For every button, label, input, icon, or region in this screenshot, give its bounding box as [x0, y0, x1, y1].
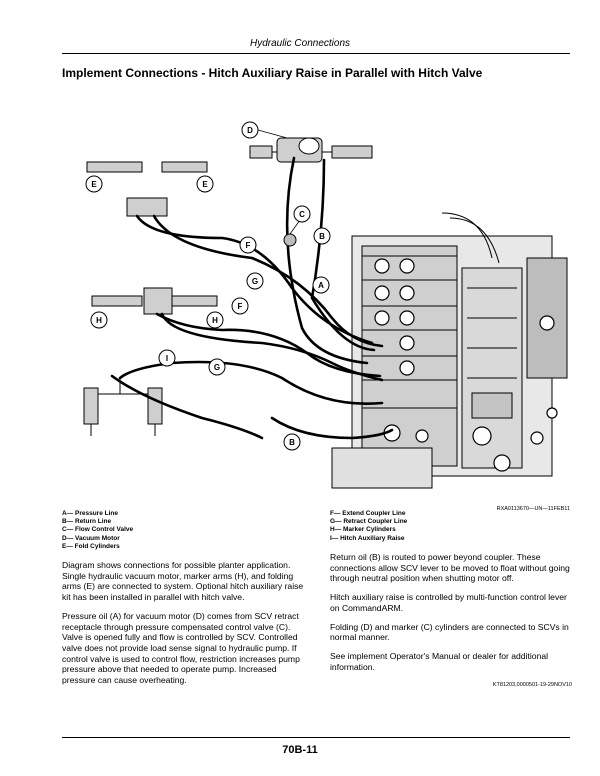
running-header: Hydraulic Connections	[249, 38, 351, 49]
hydraulic-hoses	[110, 156, 394, 440]
header-rule	[62, 53, 570, 54]
hitch-aux-raise-cylinders	[83, 378, 163, 436]
callout-A: A	[312, 276, 330, 294]
callout-B-bottom: B	[283, 433, 301, 451]
callout-F-mid: F	[231, 297, 249, 315]
legend-left: A— Pressure Line B— Return Line C— Flow …	[62, 510, 133, 551]
svg-text:D: D	[247, 126, 253, 135]
legend-item: I— Hitch Auxiliary Raise	[330, 534, 405, 542]
legend-item: E— Fold Cylinders	[62, 542, 120, 550]
body-column-left: Diagram shows connections for possible p…	[62, 560, 312, 694]
legend-item: F— Extend Coupler Line	[330, 510, 406, 517]
page-number: 70B-11	[282, 744, 318, 756]
callout-E-right: E	[196, 175, 214, 193]
svg-text:I: I	[166, 354, 168, 363]
callout-I: I	[158, 349, 176, 367]
svg-text:F: F	[246, 241, 251, 250]
callout-B-top: B	[313, 227, 331, 245]
vacuum-motor	[249, 137, 373, 163]
svg-text:E: E	[91, 180, 97, 189]
document-code: KT81203,0000501-19-29NOV10	[492, 682, 572, 689]
paragraph: Pressure oil (A) for vacuum motor (D) co…	[62, 610, 300, 686]
callout-F-top: F	[239, 236, 257, 254]
flow-control-valve	[283, 219, 301, 247]
svg-text:F: F	[238, 302, 243, 311]
svg-text:E: E	[202, 180, 208, 189]
legend-item: A— Pressure Line	[62, 510, 118, 517]
svg-text:B: B	[289, 438, 295, 447]
paragraph: Diagram shows connections for possible p…	[62, 560, 304, 603]
callout-E-left: E	[85, 175, 103, 193]
callout-G-top: G	[246, 272, 264, 290]
legend-item: D— Vacuum Motor	[62, 534, 120, 542]
svg-text:A: A	[318, 281, 324, 290]
svg-text:G: G	[214, 363, 220, 372]
callout-G-mid: G	[208, 358, 226, 376]
svg-text:C: C	[299, 210, 305, 219]
legend-item: C— Flow Control Valve	[62, 526, 134, 534]
paragraph: Return oil (B) is routed to power beyond…	[330, 552, 570, 584]
hydraulic-diagram: D E E C B F G A F H H I	[83, 121, 568, 489]
svg-text:H: H	[212, 316, 218, 325]
svg-text:B: B	[319, 232, 325, 241]
footer-rule	[62, 737, 570, 738]
legend-right: F— Extend Coupler Line G— Retract Couple…	[330, 510, 407, 543]
marker-cylinders	[91, 287, 218, 315]
callout-H-right: H	[206, 311, 224, 329]
paragraph: Hitch auxiliary raise is controlled by m…	[330, 592, 567, 613]
scv-valve-stack	[331, 212, 568, 489]
paragraph: See implement Operator's Manual or deale…	[330, 650, 549, 672]
svg-text:H: H	[96, 316, 102, 325]
paragraph: Folding (D) and marker (C) cylinders are…	[330, 621, 569, 643]
figure-id: RXA0113670—UN—11FEB11	[496, 506, 570, 512]
fold-cylinders	[86, 161, 208, 217]
callout-H-left: H	[90, 311, 108, 329]
legend-item: B— Return Line	[62, 518, 112, 526]
svg-text:G: G	[252, 277, 258, 286]
legend-item: G— Retract Coupler Line	[330, 518, 408, 526]
body-column-right: Return oil (B) is routed to power beyond…	[330, 552, 572, 691]
legend-item: H— Marker Cylinders	[330, 526, 396, 534]
callout-C: C	[293, 205, 311, 223]
callout-D: D	[241, 121, 288, 139]
section-title: Implement Connections - Hitch Auxiliary …	[62, 66, 483, 80]
